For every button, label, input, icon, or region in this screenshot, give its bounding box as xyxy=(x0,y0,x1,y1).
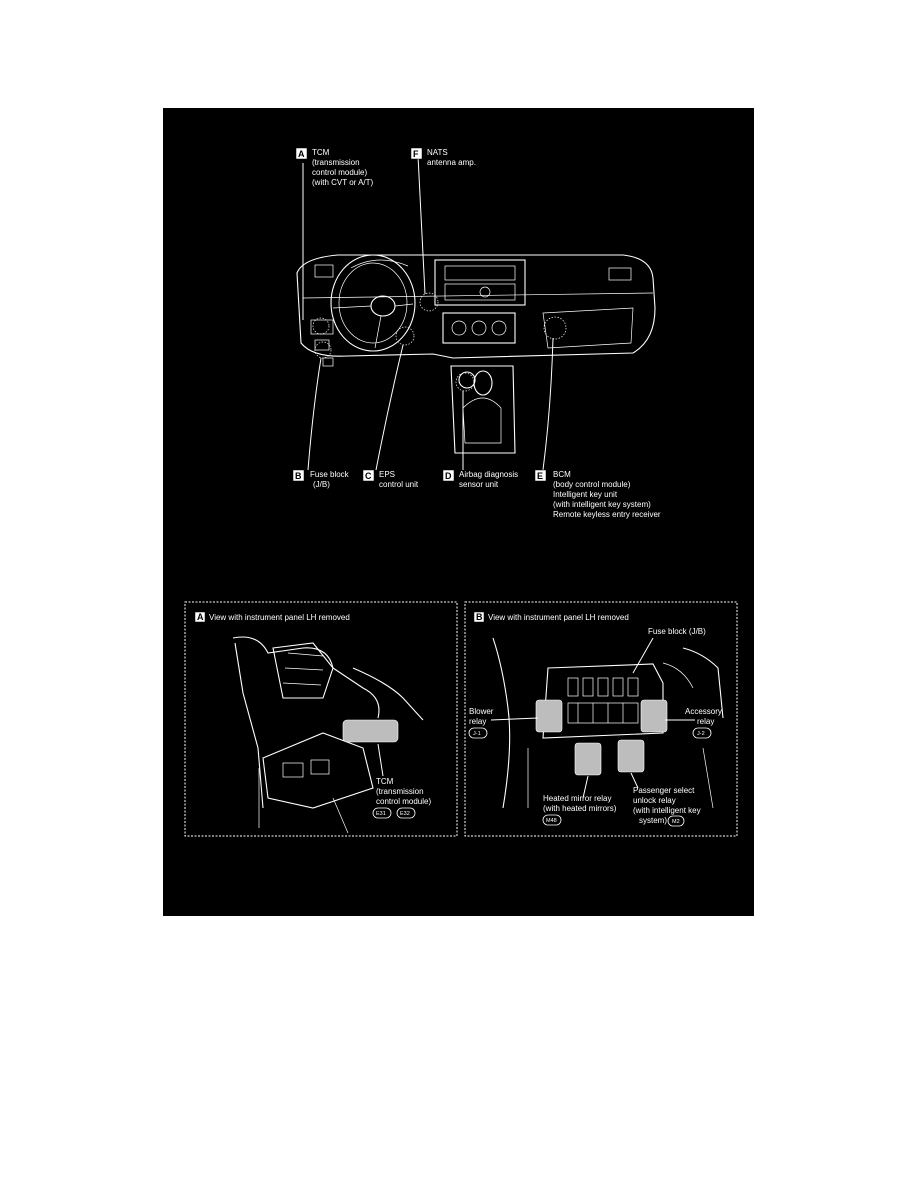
panel-b-blower-line-2: relay xyxy=(469,717,486,726)
callout-f-line-1: NATS xyxy=(427,148,448,157)
panel-a-tcm-line-1: TCM xyxy=(376,777,394,786)
callout-nats: F NATS antenna amp. xyxy=(411,148,476,167)
connector-badge-e32: E32 xyxy=(397,808,415,818)
callout-airbag: D Airbag diagnosis sensor unit xyxy=(443,470,518,489)
callout-a-line-4: (with CVT or A/T) xyxy=(312,178,374,187)
panel-b-fuse-label: Fuse block (J/B) xyxy=(648,627,706,636)
panel-b-title: View with instrument panel LH removed xyxy=(488,613,629,622)
panel-b-key-letter: B xyxy=(476,612,483,622)
panel-a-title: View with instrument panel LH removed xyxy=(209,613,350,622)
callout-a-line-1: TCM xyxy=(312,148,330,157)
panel-b-passenger-line-4: system) xyxy=(639,816,667,825)
callout-key-f-letter: F xyxy=(413,149,419,159)
svg-text:E32: E32 xyxy=(400,811,410,817)
panel-b-illustration xyxy=(493,638,723,808)
connector-badge-j1: J-1 xyxy=(469,728,487,738)
callout-e-line-5: Remote keyless entry receiver xyxy=(553,510,661,519)
panel-b-passenger-line-2: unlock relay xyxy=(633,796,676,805)
panel-b-heated-line-1: Heated mirror relay xyxy=(543,794,611,803)
callout-key-e-letter: E xyxy=(537,471,543,481)
panel-b-accessory-line-2: relay xyxy=(697,717,714,726)
callout-b-line-1: Fuse block xyxy=(310,470,350,479)
callout-c-line-1: EPS xyxy=(379,470,395,479)
callout-eps: C EPS control unit xyxy=(363,470,419,489)
detail-panel-b: B View with instrument panel LH removed … xyxy=(465,602,737,836)
panel-b-heated-line-2: (with heated mirrors) xyxy=(543,804,617,813)
svg-text:M2: M2 xyxy=(672,819,680,825)
callout-key-a-letter: A xyxy=(298,149,305,159)
callout-a-line-2: (transmission xyxy=(312,158,360,167)
connector-badge-e31: E31 xyxy=(373,808,391,818)
panel-b-passenger-line-1: Passenger select xyxy=(633,786,695,795)
panel-a-tcm-line-3: control module) xyxy=(376,797,431,806)
callout-e-line-2: (body control module) xyxy=(553,480,631,489)
passenger-relay-shape xyxy=(618,740,644,772)
callout-e-line-1: BCM xyxy=(553,470,571,479)
callout-key-b-letter: B xyxy=(295,471,302,481)
callout-c-line-2: control unit xyxy=(379,480,419,489)
tcm-module-shape xyxy=(343,720,398,742)
panel-b-passenger-line-3: (with intelligent key xyxy=(633,806,701,815)
callout-a-line-3: control module) xyxy=(312,168,367,177)
callout-key-c-letter: C xyxy=(365,471,372,481)
panel-b-accessory-line-1: Accessory xyxy=(685,707,722,716)
figure-svg: A TCM (transmission control module) (wit… xyxy=(163,108,754,916)
svg-text:M48: M48 xyxy=(546,818,557,824)
callout-d-line-2: sensor unit xyxy=(459,480,499,489)
callout-f-line-2: antenna amp. xyxy=(427,158,476,167)
callout-b-line-2: (J/B) xyxy=(313,480,330,489)
connector-badge-m2: M2 xyxy=(668,816,684,826)
connector-badge-m48: M48 xyxy=(543,815,561,825)
callout-bcm: E BCM (body control module) Intelligent … xyxy=(535,470,661,519)
svg-text:J-2: J-2 xyxy=(697,731,705,737)
callout-d-line-1: Airbag diagnosis xyxy=(459,470,518,479)
callout-fuse-block: B Fuse block (J/B) xyxy=(293,470,350,489)
dashboard-illustration xyxy=(297,255,655,453)
callout-e-line-4: (with intelligent key system) xyxy=(553,500,651,509)
svg-text:J-1: J-1 xyxy=(473,731,481,737)
panel-a-key-letter: A xyxy=(197,612,204,622)
blower-relay-shape xyxy=(536,700,562,732)
callout-tcm: A TCM (transmission control module) (wit… xyxy=(296,148,374,187)
detail-panel-a: A View with instrument panel LH removed … xyxy=(185,602,457,836)
heated-mirror-relay-shape xyxy=(575,743,601,775)
connector-badge-j2: J-2 xyxy=(693,728,711,738)
accessory-relay-shape xyxy=(641,700,667,732)
component-location-figure: A TCM (transmission control module) (wit… xyxy=(163,108,754,916)
panel-a-tcm-line-2: (transmission xyxy=(376,787,424,796)
callout-key-d-letter: D xyxy=(445,471,452,481)
callout-e-line-3: Intelligent key unit xyxy=(553,490,618,499)
svg-text:E31: E31 xyxy=(376,811,386,817)
panel-b-blower-line-1: Blower xyxy=(469,707,494,716)
